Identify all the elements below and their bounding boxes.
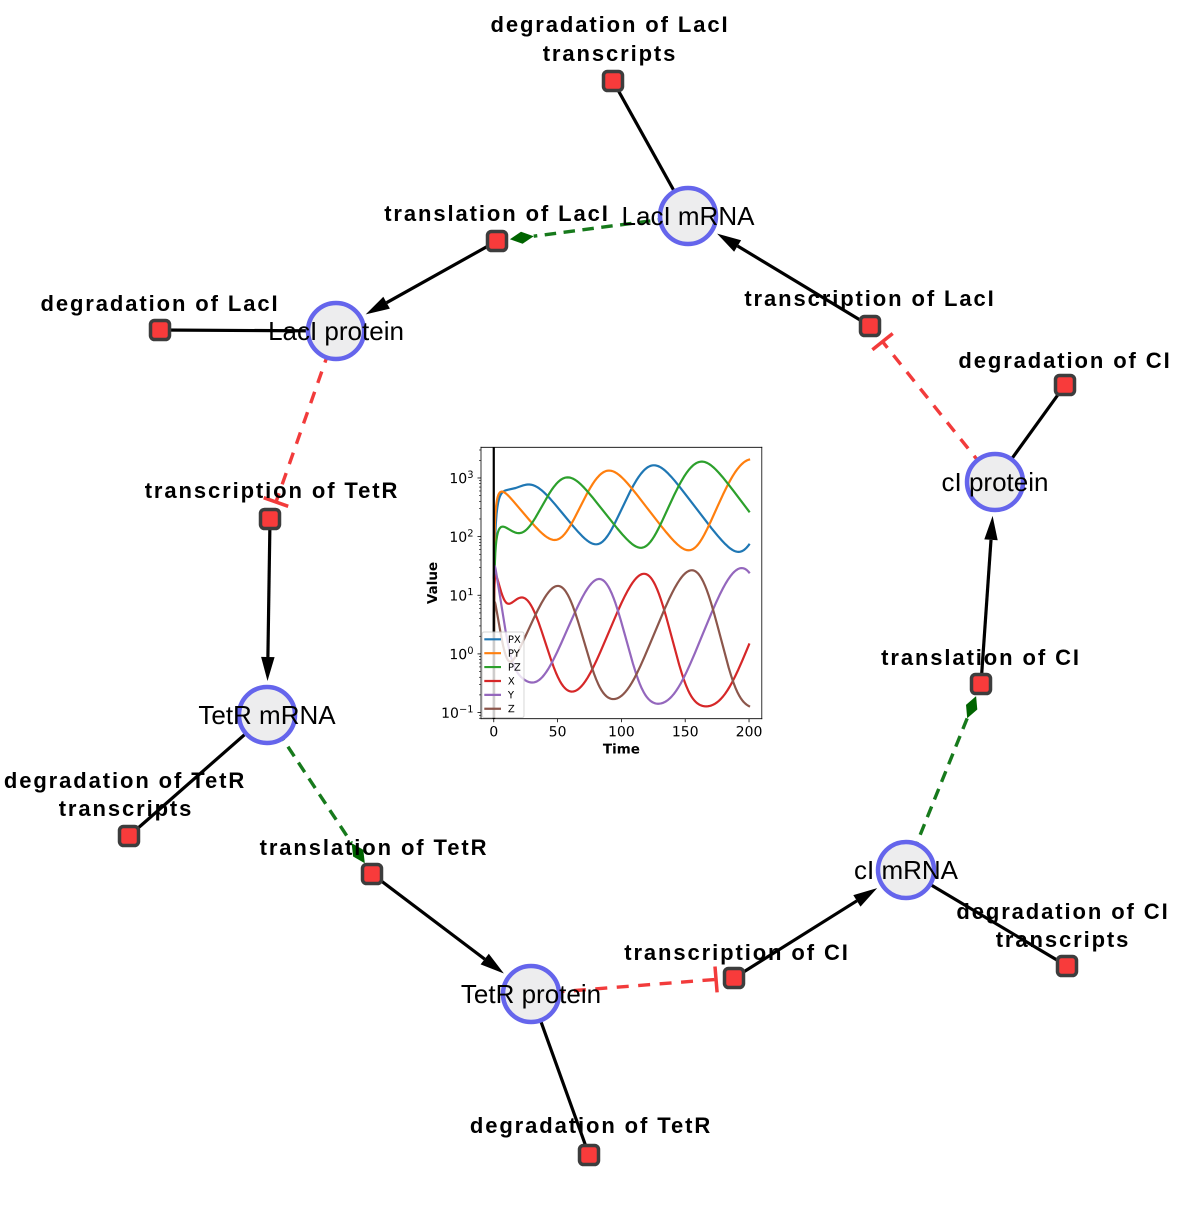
svg-text:LacI protein: LacI protein [268, 316, 404, 346]
svg-text:translation of TetR: translation of TetR [260, 835, 489, 860]
svg-text:degradation of TetR: degradation of TetR [4, 768, 246, 793]
svg-text:translation of CI: translation of CI [881, 645, 1081, 670]
svg-text:cI protein: cI protein [942, 467, 1049, 497]
svg-text:transcription of CI: transcription of CI [624, 940, 850, 965]
svg-text:transcripts: transcripts [996, 927, 1131, 952]
svg-text:cI mRNA: cI mRNA [854, 855, 959, 885]
svg-text:transcripts: transcripts [543, 41, 678, 66]
svg-text:degradation of CI: degradation of CI [956, 899, 1169, 924]
svg-text:TetR protein: TetR protein [461, 979, 601, 1009]
svg-text:transcription of LacI: transcription of LacI [744, 286, 995, 311]
svg-text:transcripts: transcripts [59, 796, 194, 821]
svg-text:degradation of TetR: degradation of TetR [470, 1113, 712, 1138]
svg-text:LacI mRNA: LacI mRNA [622, 201, 756, 231]
svg-text:transcription of TetR: transcription of TetR [145, 478, 400, 503]
svg-text:degradation of LacI: degradation of LacI [490, 12, 729, 37]
svg-text:degradation of LacI: degradation of LacI [40, 291, 279, 316]
svg-text:TetR mRNA: TetR mRNA [198, 700, 336, 730]
svg-text:degradation of CI: degradation of CI [958, 348, 1171, 373]
svg-text:translation of LacI: translation of LacI [384, 201, 610, 226]
